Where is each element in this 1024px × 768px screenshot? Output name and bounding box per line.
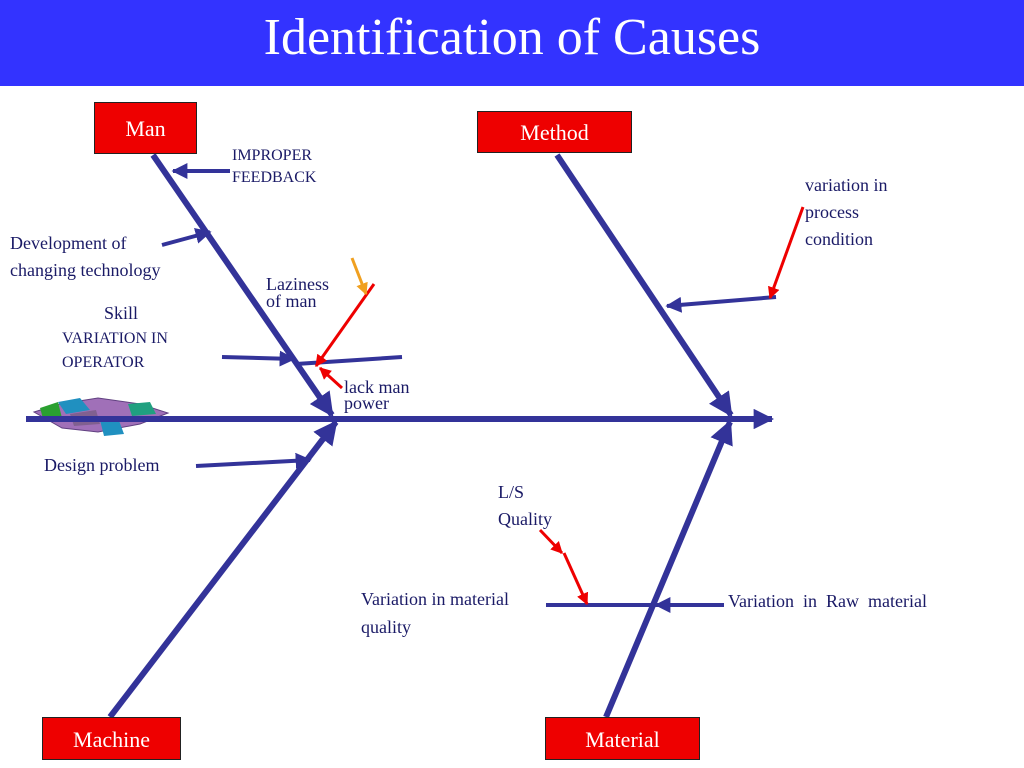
variation-in-operator-label-line2: OPERATOR <box>62 354 145 371</box>
method-bone <box>554 153 734 417</box>
category-material: Material <box>545 717 700 760</box>
variation-in-operator-label-line1: VARIATION IN <box>62 330 168 347</box>
development-label-line1: Development of <box>10 233 127 253</box>
material-bone <box>603 419 733 719</box>
process-condition-red-arrow <box>768 206 805 300</box>
machine-bone <box>107 420 339 719</box>
skill-label: Skill <box>104 303 139 323</box>
man-bone <box>150 153 335 417</box>
lack-man-power-label-line2: power <box>344 393 389 413</box>
variation-in-material-quality-label-line2: quality <box>361 617 411 637</box>
variation-in-process-condition-label: variation in process condition <box>805 175 888 249</box>
category-man: Man <box>94 102 197 154</box>
slide-title: Identification of Causes <box>263 9 761 66</box>
improper-feedback-label: IMPROPER FEEDBACK <box>232 147 317 186</box>
skill-arrow <box>221 350 296 367</box>
design-problem-arrow <box>195 452 312 469</box>
laziness-label-line1: Laziness <box>266 274 329 294</box>
ls-quality-red-arrow-1 <box>538 528 564 555</box>
ls-quality-label-line1: L/S <box>498 482 525 502</box>
lack-man-power-red-arrow <box>318 366 344 390</box>
variation-in-material-quality-label-line1: Variation in material <box>361 589 509 609</box>
lack-man-power-sub-bone <box>295 355 403 366</box>
title-bar <box>0 0 1024 86</box>
development-arrow <box>161 228 212 247</box>
category-method: Method <box>477 111 632 153</box>
laziness-orange-arrow <box>350 257 368 296</box>
laziness-red-arrow <box>314 283 376 367</box>
ls-quality-label-line2: Quality <box>498 509 552 529</box>
category-machine: Machine <box>42 717 181 760</box>
design-problem-label: Design problem <box>44 455 160 475</box>
process-condition-arrow <box>665 295 777 313</box>
lack-man-power-label-line1: lack man <box>344 377 410 397</box>
ls-quality-red-arrow-2 <box>562 552 589 606</box>
development-label-line2: changing technology <box>10 260 161 280</box>
laziness-label-line2: of man <box>266 291 317 311</box>
variation-in-raw-material-label: Variation in Raw material <box>728 591 927 611</box>
